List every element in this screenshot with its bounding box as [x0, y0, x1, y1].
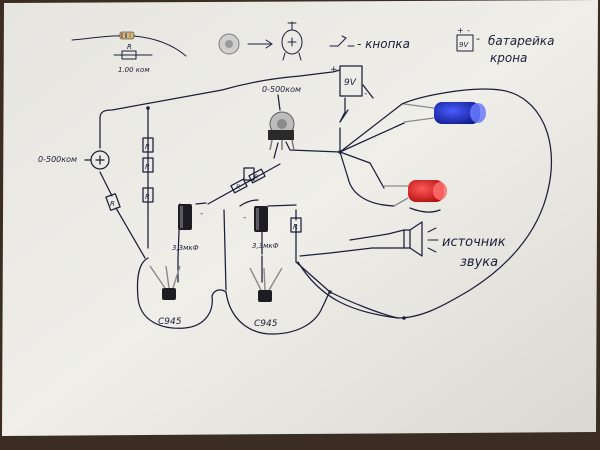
potentiometer-top: 0-500ком [262, 85, 301, 151]
svg-text:R: R [127, 43, 132, 51]
legend-battery: 9V + - - батарейка крона [456, 26, 555, 65]
battery-9v: 9V + - [330, 65, 367, 99]
circuit-wires [99, 69, 553, 335]
resistor-chain-mid: R R [230, 168, 266, 194]
svg-text:R: R [110, 200, 115, 208]
transistor-left-label: С945 [158, 317, 182, 327]
legend-resistor: R 1.00 ком [71, 31, 187, 74]
svg-text:R: R [145, 143, 150, 151]
resistor-symbol [121, 50, 137, 60]
capacitor-right: - 3,3мкФ [243, 206, 279, 250]
cap-right-label: 3,3мкФ [252, 242, 279, 250]
svg-text:-: - [364, 89, 367, 99]
pot-left-label: 0-500ком [38, 155, 77, 164]
resistor-r6 [243, 167, 255, 181]
svg-text:-: - [243, 213, 246, 223]
svg-text:R: R [254, 174, 258, 181]
resistor-r4: R [142, 187, 154, 203]
led-red [384, 180, 447, 207]
legend-button-label: - кнопка [357, 37, 410, 51]
legend-battery-voltage: 9V [459, 41, 469, 49]
legend-resistor-value: 1.00 ком [118, 66, 150, 74]
switch [339, 109, 349, 123]
resistor-r5: R [290, 217, 302, 233]
svg-text:R: R [293, 223, 298, 231]
transistor-right-label: С945 [254, 319, 278, 329]
transistor-right: С945 [249, 267, 283, 329]
resistor-r1: R [105, 193, 121, 211]
legend-button: - кнопка [329, 35, 410, 51]
legend-battery-dash: - [476, 32, 480, 45]
svg-text:R: R [145, 163, 150, 171]
speaker: источник звука [403, 221, 506, 270]
transistor-left: С945 [149, 265, 182, 327]
legend-battery-plus: + [457, 26, 464, 35]
legend-battery-label-2: крона [490, 51, 527, 65]
junction-dots [146, 106, 406, 320]
legend-potentiometer [218, 21, 303, 61]
resistor-r3: R [142, 157, 154, 173]
pot-top-label: 0-500ком [262, 85, 301, 94]
svg-text:R: R [236, 184, 240, 191]
potentiometer-left: 0-500ком [38, 150, 110, 170]
svg-text:+: + [330, 65, 338, 75]
legend-battery-minus: - [467, 26, 470, 35]
svg-text:-: - [200, 209, 203, 219]
capacitor-left: - 3,3мкФ [172, 204, 203, 252]
battery-voltage: 9V [344, 78, 357, 88]
svg-text:R: R [145, 193, 150, 201]
battery-symbol [456, 34, 474, 52]
resistor-r2: R [142, 137, 154, 153]
led-blue [403, 102, 486, 124]
speaker-label-1: источник [442, 235, 506, 250]
speaker-label-2: звука [460, 255, 498, 270]
cap-left-label: 3,3мкФ [172, 244, 199, 252]
legend-battery-label-1: батарейка [488, 34, 555, 48]
